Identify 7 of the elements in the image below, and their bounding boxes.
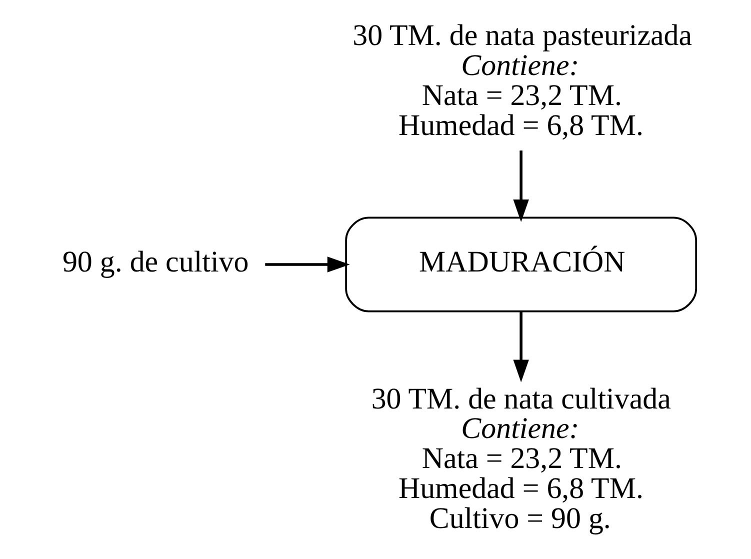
arrow	[512, 312, 528, 382]
node-box: MADURACIÓN	[344, 216, 697, 312]
node-text: 90 g. de cultivo	[62, 246, 248, 279]
arrow	[512, 150, 528, 222]
node-text: 30 TM. de nata cultivada Contiene: Nata = 23,2 TM. Humedad = 6,8 TM. Cultivo = 90 g.	[370, 382, 670, 536]
arrow	[264, 256, 350, 272]
node-text: 30 TM. de nata pasteurizada Contiene: Nata = 23,2 TM. Humedad = 6,8 TM.	[352, 19, 692, 142]
